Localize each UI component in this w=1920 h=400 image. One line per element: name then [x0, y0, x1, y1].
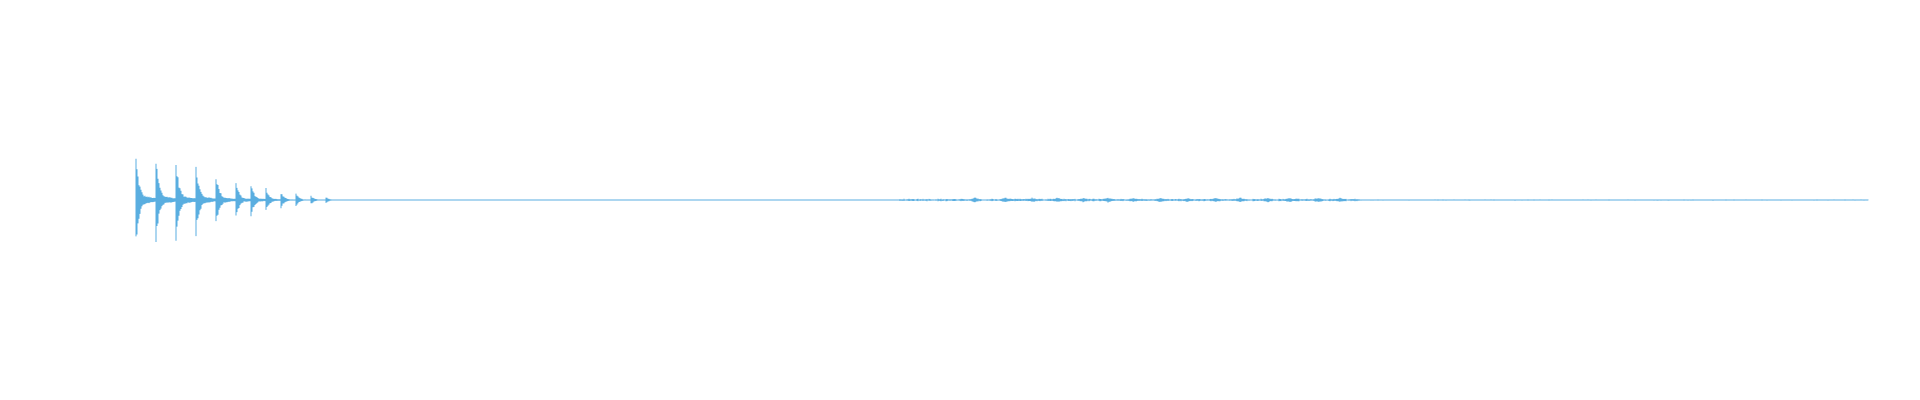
waveform-trace: [135, 158, 1869, 242]
